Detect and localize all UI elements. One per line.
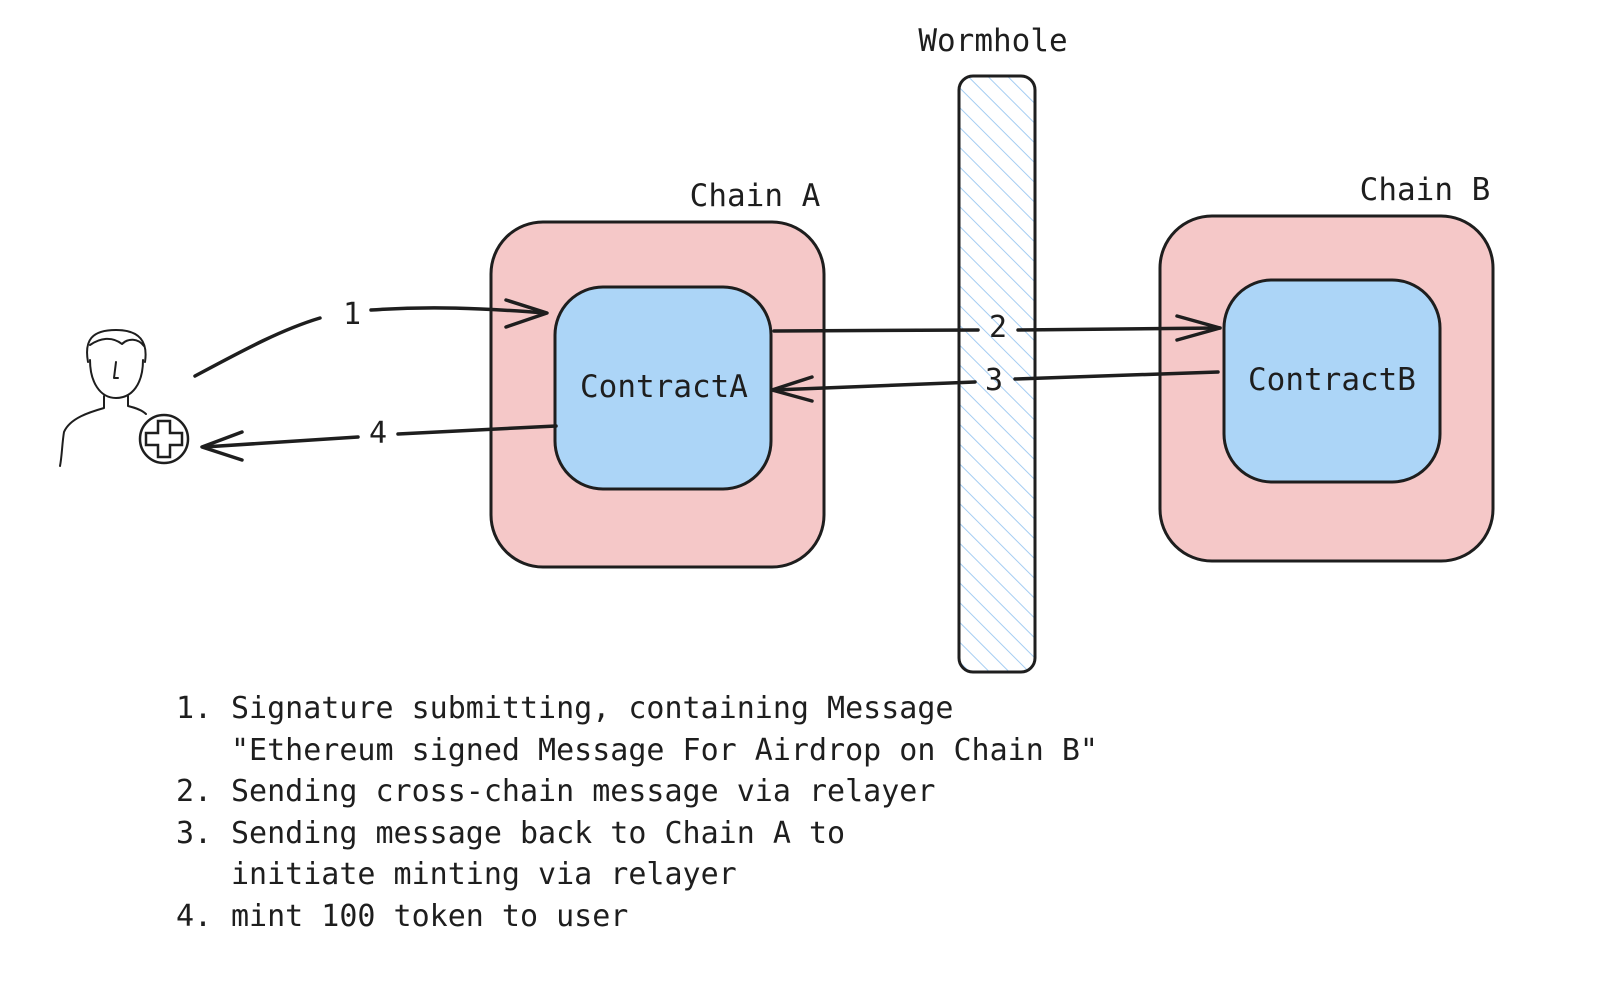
wormhole-bar [957,74,1037,674]
wormhole-label: Wormhole [918,23,1067,59]
chain-a-label: Chain A [690,178,821,214]
note-text: Sending cross-chain message via relayer [231,771,935,813]
note-item: 1. Signature submitting, containing Mess… [176,688,1276,771]
arrow-4 [200,424,558,462]
note-text: Signature submitting, containing Message… [231,688,1098,771]
chain-b-label: Chain B [1360,172,1491,208]
arrow-3 [770,370,1220,403]
notes-list: 1. Signature submitting, containing Mess… [176,688,1276,937]
note-line: mint 100 token to user [231,898,629,934]
arrow-3-number: 3 [985,363,1003,398]
note-line: Signature submitting, containing Message [231,691,954,726]
contract-a-box [553,285,773,491]
note-line: initiate minting via relayer [231,857,737,892]
note-item: 3. Sending message back to Chain A to in… [176,813,1276,896]
note-number: 3. [176,815,213,851]
arrow-4-number: 4 [369,416,387,451]
note-line: "Ethereum signed Message For Airdrop on … [231,732,1098,768]
note-text: mint 100 token to user [231,896,628,938]
note-line: Sending message back to Chain A to [231,815,846,851]
arrow-2-number: 2 [989,310,1007,345]
note-item: 2. Sending cross-chain message via relay… [176,771,1276,813]
note-number: 1. [176,691,213,726]
note-number: 2. [176,774,213,809]
arrow-2 [772,314,1222,342]
plus-badge-icon [138,413,190,465]
contract-a-label: ContractA [580,369,748,405]
note-number: 4. [176,898,213,934]
note-item: 4. mint 100 token to user [176,896,1276,938]
user-icon [59,329,147,467]
note-line: Sending cross-chain message via relayer [231,774,936,809]
contract-b-box [1222,278,1442,484]
arrow-1-number: 1 [343,297,361,332]
contract-b-label: ContractB [1248,362,1416,398]
note-text: Sending message back to Chain A to initi… [231,813,845,896]
arrow-1 [193,298,549,378]
